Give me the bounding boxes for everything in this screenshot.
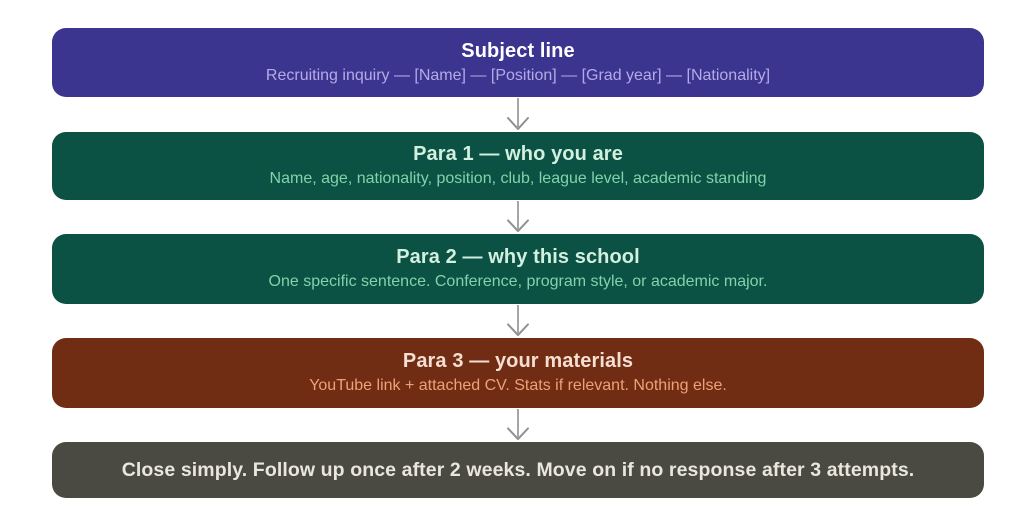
close-text: Close simply. Follow up once after 2 wee…	[121, 458, 915, 481]
para-2-subtitle: One specific sentence. Conference, progr…	[268, 273, 768, 291]
flow-arrow-icon	[505, 98, 531, 131]
subject-line-box: Subject line Recruiting inquiry — [Name]…	[52, 28, 984, 97]
para-2-title: Para 2 — why this school	[396, 246, 640, 269]
flow-arrow-icon	[505, 305, 531, 337]
para-1-title: Para 1 — who you are	[413, 143, 623, 166]
para-1-box: Para 1 — who you are Name, age, national…	[52, 132, 984, 200]
flow-arrow-icon	[505, 409, 531, 441]
para-1-subtitle: Name, age, nationality, position, club, …	[269, 170, 767, 188]
flow-arrow-icon	[505, 201, 531, 233]
para-2-box: Para 2 — why this school One specific se…	[52, 234, 984, 304]
close-box: Close simply. Follow up once after 2 wee…	[52, 442, 984, 498]
para-3-title: Para 3 — your materials	[402, 350, 634, 373]
para-3-box: Para 3 — your materials YouTube link + a…	[52, 338, 984, 408]
subject-line-subtitle: Recruiting inquiry — [Name] — [Position]…	[265, 66, 771, 84]
subject-line-title: Subject line	[461, 39, 575, 62]
para-3-subtitle: YouTube link + attached CV. Stats if rel…	[309, 377, 727, 395]
